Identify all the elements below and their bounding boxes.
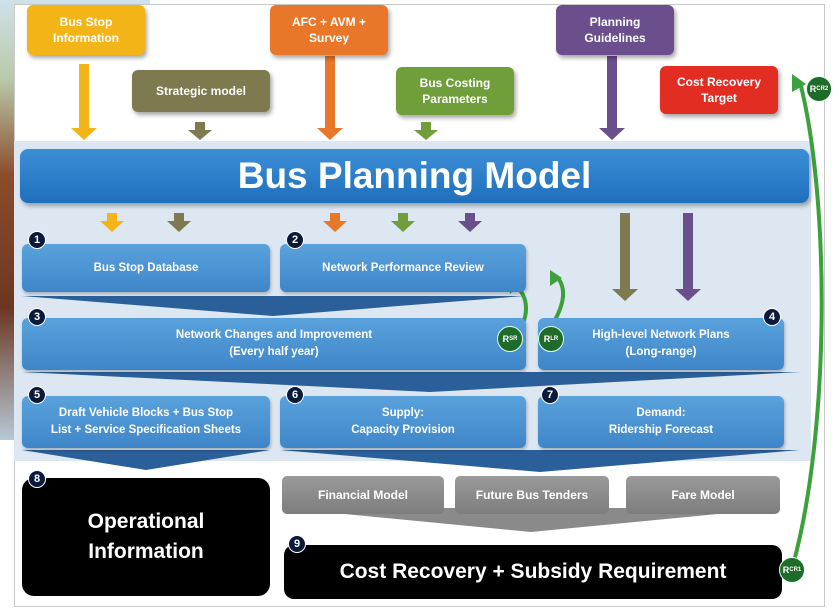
- badge-r-lr-main: R: [543, 334, 551, 344]
- source-strategic-model: Strategic model: [132, 70, 270, 112]
- step-number-1: 1: [28, 231, 46, 249]
- step-number-4: 4: [763, 308, 781, 326]
- badge-r-cr1-sub: CR1: [789, 567, 802, 573]
- bus-planning-model-band: Bus Planning Model: [20, 149, 809, 203]
- step-number-6: 6: [286, 386, 304, 404]
- cost-recovery-subsidy-box: Cost Recovery + Subsidy Requirement: [284, 545, 782, 599]
- badge-r-lr-sub: LR: [550, 336, 559, 342]
- step-number-7: 7: [541, 386, 559, 404]
- badge-r-sr-sub: SR: [509, 336, 518, 342]
- step-supply-capacity: Supply: Capacity Provision: [280, 396, 526, 448]
- step-high-level-network-plans: High-level Network Plans (Long-range): [538, 318, 784, 370]
- badge-r-cr2-sub: CR2: [816, 86, 829, 92]
- source-planning-guidelines: Planning Guidelines: [556, 5, 674, 55]
- fare-model-box: Fare Model: [626, 476, 780, 514]
- badge-r-sr-main: R: [502, 334, 510, 344]
- source-bus-costing-parameters: Bus Costing Parameters: [396, 67, 514, 115]
- source-cost-recovery-target: Cost Recovery Target: [660, 66, 778, 114]
- step-number-5: 5: [28, 386, 46, 404]
- band-output-arrows: [100, 213, 701, 301]
- source-bus-stop-information: Bus Stop Information: [27, 5, 145, 55]
- source-afc-avm-survey: AFC + AVM + Survey: [270, 5, 388, 55]
- source-arrows: [71, 56, 625, 140]
- step-draft-vehicle-blocks: Draft Vehicle Blocks + Bus Stop List + S…: [22, 396, 270, 448]
- badge-r-cr1-main: R: [782, 565, 790, 575]
- future-bus-tenders-box: Future Bus Tenders: [455, 476, 609, 514]
- funnel-chevrons: [22, 296, 800, 532]
- step-demand-ridership: Demand: Ridership Forecast: [538, 396, 784, 448]
- step-network-changes-improvement: Network Changes and Improvement (Every h…: [22, 318, 526, 370]
- financial-model-box: Financial Model: [282, 476, 444, 514]
- step-number-9: 9: [288, 535, 306, 553]
- step-number-8: 8: [28, 470, 46, 488]
- step-network-performance-review: Network Performance Review: [280, 244, 526, 292]
- operational-information-box: Operational Information: [22, 478, 270, 596]
- step-number-2: 2: [286, 231, 304, 249]
- badge-r-cr2-main: R: [809, 84, 817, 94]
- step-bus-stop-database: Bus Stop Database: [22, 244, 270, 292]
- step-number-3: 3: [28, 308, 46, 326]
